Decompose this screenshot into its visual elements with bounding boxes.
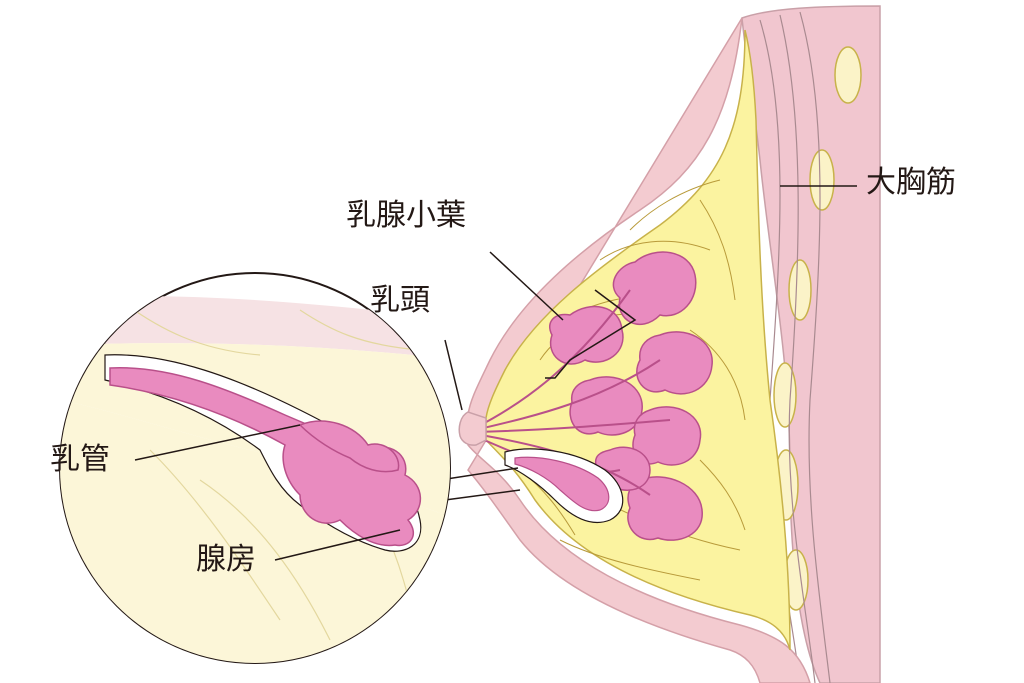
leader-gland [274, 529, 401, 561]
label-milk-duct: 乳管 [50, 442, 110, 477]
label-gland-sac: 腺房 [196, 542, 256, 577]
lower-gland-sac [504, 448, 624, 524]
breast-fat [485, 29, 791, 651]
breast-cross-section [458, 5, 881, 683]
leader-lobule [489, 251, 564, 321]
magnified-duct [109, 367, 422, 547]
label-nipple: 乳頭 [370, 283, 430, 318]
label-pectoralis-major: 大胸筋 [866, 165, 956, 200]
leader-duct [134, 424, 301, 461]
bracket-lobule [545, 289, 637, 379]
nipple [458, 411, 487, 446]
label-mammary-lobule: 乳腺小葉 [346, 198, 466, 233]
zoom-connectors [439, 467, 521, 501]
rib-ovals [773, 46, 862, 611]
leader-lines [134, 185, 857, 561]
leader-nipple [444, 339, 463, 411]
magnified-view [59, 272, 451, 664]
